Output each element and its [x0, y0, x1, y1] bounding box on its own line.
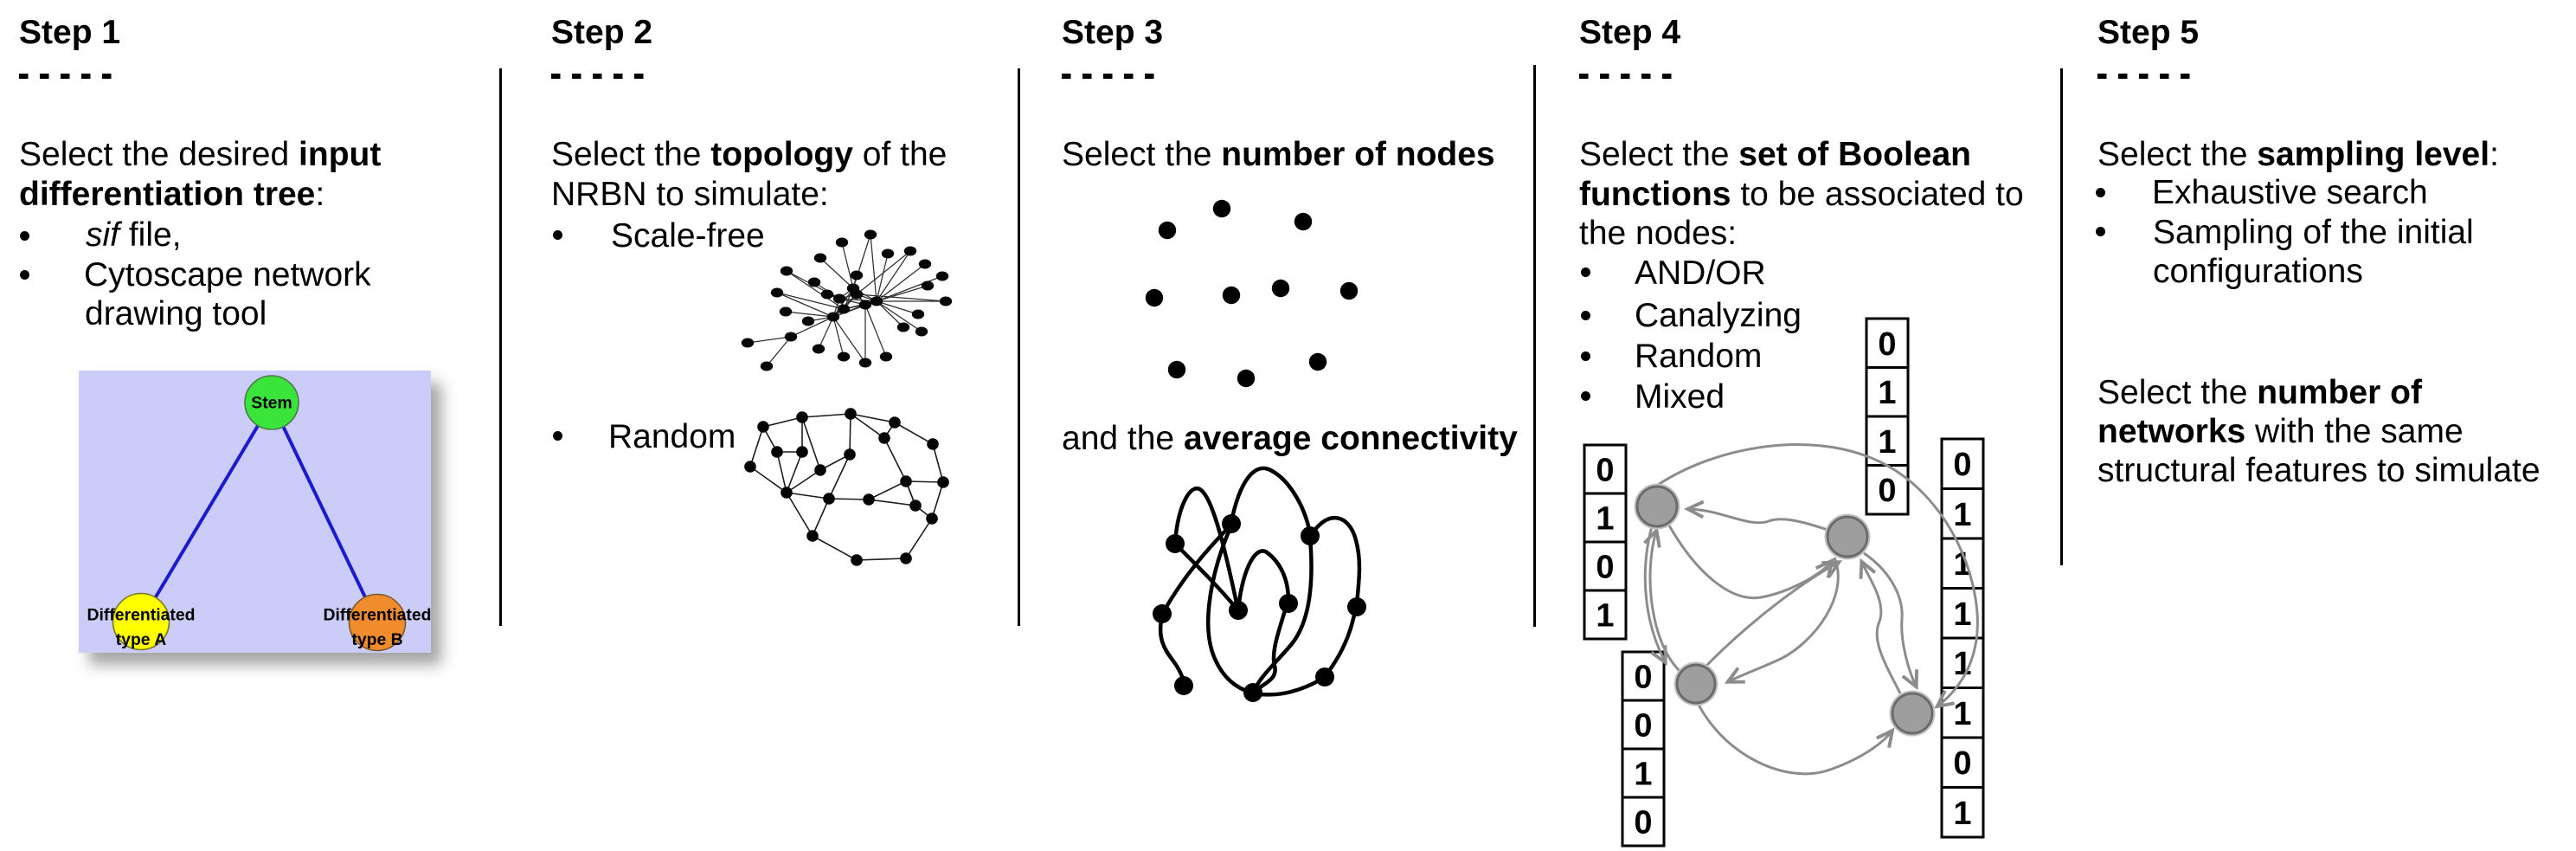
svg-text:1: 1 [1953, 796, 1971, 832]
svg-text:0: 0 [1596, 453, 1614, 489]
svg-text:0: 0 [1953, 447, 1971, 483]
svg-text:1: 1 [1878, 375, 1896, 411]
svg-text:1: 1 [1953, 696, 1971, 732]
svg-text:Differentiated: Differentiated [324, 606, 432, 625]
svg-text:1: 1 [1953, 546, 1971, 583]
svg-text:type A: type A [116, 630, 167, 649]
svg-text:0: 0 [1634, 708, 1652, 745]
svg-text:1: 1 [1596, 598, 1614, 635]
svg-text:type B: type B [351, 630, 402, 649]
svg-text:0: 0 [1634, 805, 1652, 841]
svg-text:1: 1 [1634, 757, 1652, 793]
svg-text:Stem: Stem [251, 394, 292, 413]
svg-text:0: 0 [1878, 473, 1896, 509]
svg-text:0: 0 [1634, 660, 1652, 696]
svg-text:0: 0 [1953, 745, 1971, 782]
svg-text:1: 1 [1953, 596, 1971, 633]
svg-text:0: 0 [1596, 550, 1614, 586]
svg-text:0: 0 [1878, 326, 1896, 363]
svg-text:Differentiated: Differentiated [87, 606, 196, 625]
svg-text:1: 1 [1953, 497, 1971, 533]
svg-text:1: 1 [1878, 424, 1896, 461]
svg-text:1: 1 [1596, 501, 1614, 538]
